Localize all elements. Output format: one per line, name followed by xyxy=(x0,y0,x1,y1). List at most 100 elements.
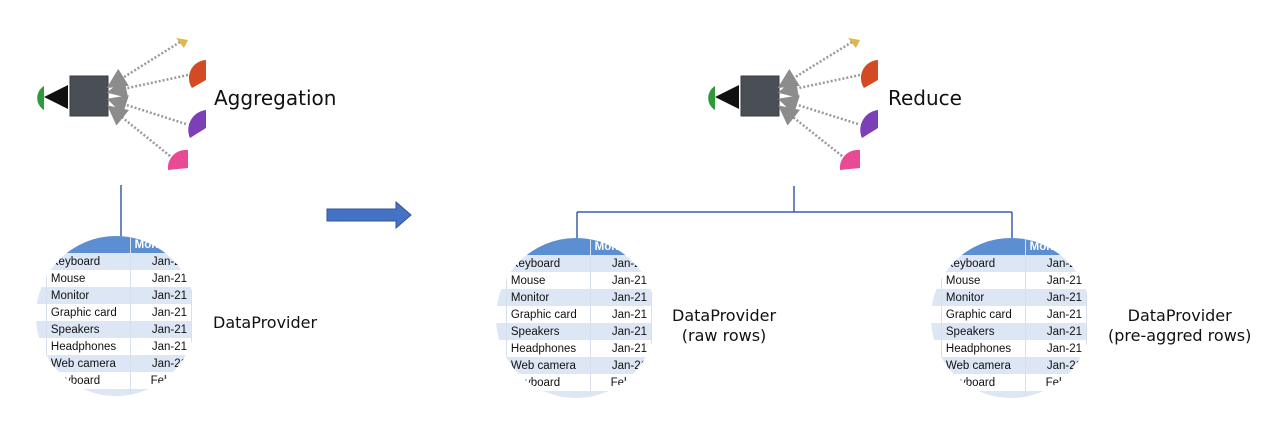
table-cell-month: Jan-21 xyxy=(590,340,653,357)
table-cell-item: Graphic card xyxy=(46,304,131,321)
dotted-arrow xyxy=(106,95,187,126)
dotted-arrow xyxy=(106,40,181,88)
table-cell-item: Headphones xyxy=(46,338,131,355)
dotted-arrow xyxy=(778,105,843,157)
table-cell-item xyxy=(46,389,131,396)
table-cell-month: Feb-21 xyxy=(590,391,653,398)
table-cell-month: Jan-21 xyxy=(1025,306,1088,323)
yellow-slice xyxy=(848,38,860,48)
table-cell-item: Keyboard xyxy=(941,255,1026,272)
dataprovider-pre-line1: DataProvider xyxy=(1127,306,1232,325)
table-cell-month: Jan-21 xyxy=(1025,289,1088,306)
green-slice xyxy=(708,86,715,110)
table-cell-month: Jan-21 xyxy=(1025,323,1088,340)
aggregation-node-group xyxy=(37,38,206,170)
table-cell-item: Headphones xyxy=(506,340,591,357)
table-cell-month: Jan-21 xyxy=(130,287,193,304)
table-header-row: Month xyxy=(36,236,193,253)
table-cell-month: Jan-21 xyxy=(590,272,653,289)
table-cell-item: Keyboard xyxy=(506,374,591,391)
table-cell-item: Keyboard xyxy=(506,255,591,272)
table-cell-item: Monitor xyxy=(506,289,591,306)
table-cell-month: Jan-21 xyxy=(130,338,193,355)
transition-arrow xyxy=(326,200,412,230)
reduce-node xyxy=(740,75,780,117)
dotted-arrow xyxy=(777,40,853,88)
dotted-arrow xyxy=(106,73,189,99)
table-header-month: Month xyxy=(590,238,653,255)
table-cell-item: Keyboard xyxy=(941,374,1026,391)
table-row: Feb-21 xyxy=(931,391,1088,398)
table-cell-month: Jan-21 xyxy=(130,304,193,321)
dataprovider-raw-line2: (raw rows) xyxy=(681,326,767,345)
dotted-arrow xyxy=(777,95,859,126)
dataprovider-label: DataProvider xyxy=(213,313,318,332)
table-cell-item: Graphic card xyxy=(941,306,1026,323)
table-cell-month: Jan-21 xyxy=(590,357,653,374)
dotted-arrow xyxy=(107,105,171,157)
table-cell-item: Mouse xyxy=(46,270,131,287)
table-cell-item: Speakers xyxy=(506,323,591,340)
table-cell-month: Jan-21 xyxy=(130,321,193,338)
yellow-slice xyxy=(176,38,188,48)
table-cell-item: Monitor xyxy=(941,289,1026,306)
green-slice xyxy=(37,86,44,110)
table-cell-month: Jan-21 xyxy=(590,255,653,272)
table-cell-month: Jan-21 xyxy=(130,270,193,287)
table-cell-item: Web camera xyxy=(46,355,131,372)
table-cell-month: Jan-21 xyxy=(130,355,193,372)
table-cell-month: Jan-21 xyxy=(590,306,653,323)
table-cell-month: Jan-21 xyxy=(1025,272,1088,289)
aggregation-node xyxy=(69,75,109,117)
dataprovider-raw-line1: DataProvider xyxy=(672,306,777,325)
dataprovider-pre-line2: (pre-aggred rows) xyxy=(1108,326,1252,345)
dotted-arrow xyxy=(777,73,861,99)
table-cell-month: Jan-21 xyxy=(590,289,653,306)
purple-slice xyxy=(188,110,206,138)
table-cell-month: Feb-21 xyxy=(1025,374,1088,391)
table-header-row: Month xyxy=(496,238,653,255)
table-cell-month: Feb-21 xyxy=(590,374,653,391)
table-cell-item: Keyboard xyxy=(46,372,131,389)
aggregation-title: Aggregation xyxy=(214,86,337,110)
table-cell-item: Web camera xyxy=(941,357,1026,374)
pink-slice xyxy=(839,149,860,170)
table-cell-month: Jan-21 xyxy=(1025,255,1088,272)
connector-tree-right xyxy=(576,186,1013,240)
table-row: Feb-21 xyxy=(36,389,193,396)
table-cell-item: Mouse xyxy=(941,272,1026,289)
table-header-row: Month xyxy=(931,238,1088,255)
table-cell-item: Graphic card xyxy=(506,306,591,323)
pink-slice xyxy=(167,149,188,170)
reduce-title: Reduce xyxy=(888,86,962,110)
purple-slice xyxy=(860,110,878,138)
table-header-month: Month xyxy=(1025,238,1088,255)
